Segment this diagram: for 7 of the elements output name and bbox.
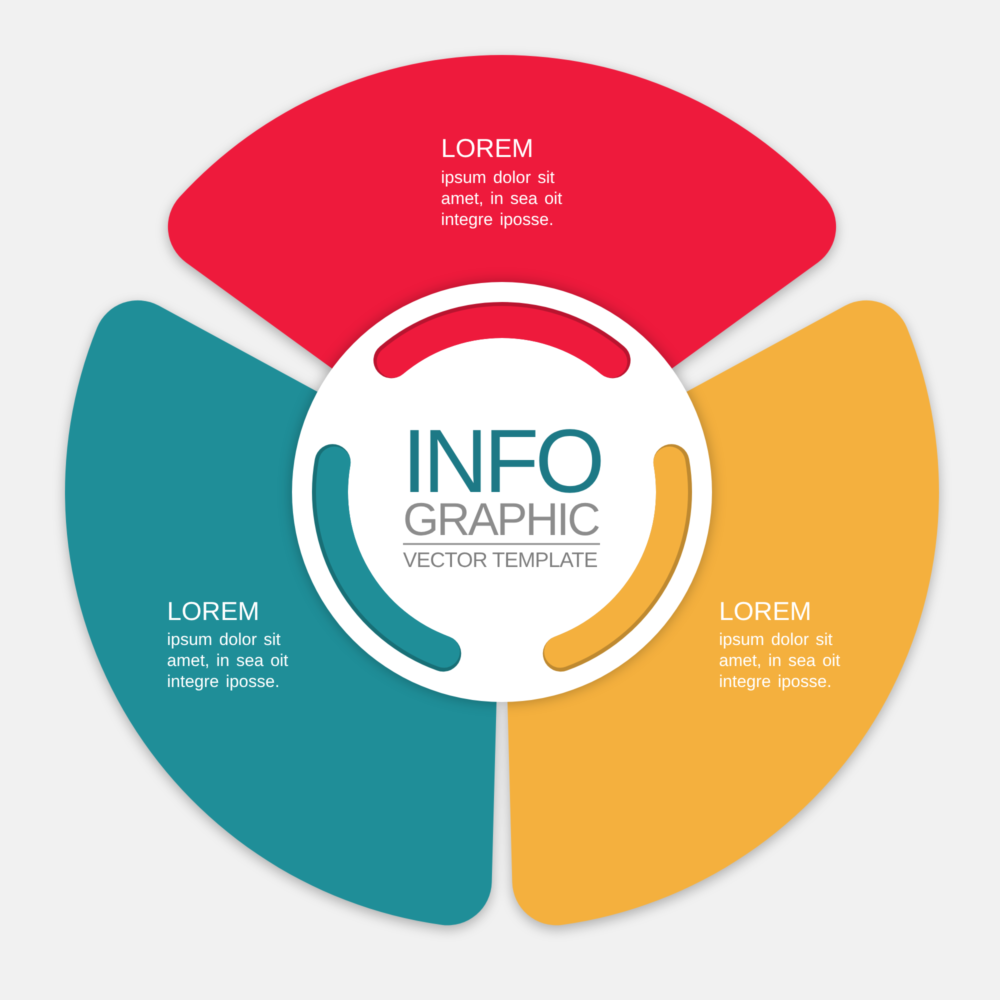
- segment-heading: LOREM: [719, 596, 812, 626]
- tagline-text: VECTOR TEMPLATE: [403, 550, 598, 571]
- segment-heading: LOREM: [167, 596, 260, 626]
- segment-text: ipsum dolor sit amet, in sea oit integre iposse.: [167, 629, 290, 692]
- segment-heading: LOREM: [441, 133, 534, 163]
- segment-text: ipsum dolor sit amet, in sea oit integre iposse.: [719, 629, 842, 692]
- segment-text: ipsum dolor sit amet, in sea oit integre iposse.: [441, 167, 564, 230]
